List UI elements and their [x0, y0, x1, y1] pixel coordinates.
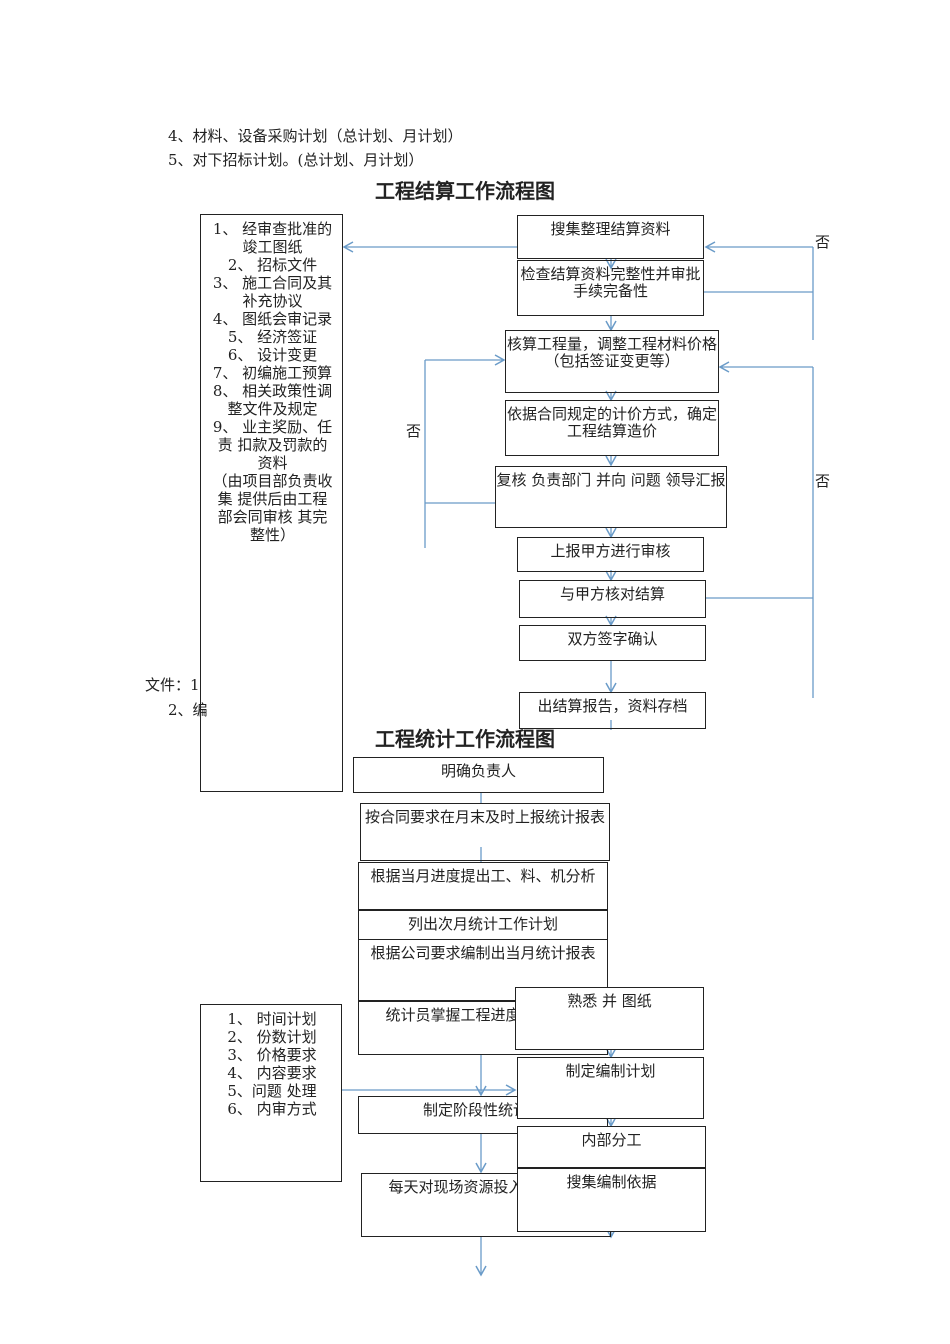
materials-note: （由项目部负责收集 提供后由工程部会同审核 其完整性）: [212, 472, 333, 544]
step-final-report: 出结算报告，资料存档: [519, 692, 706, 729]
materials-item-7: 7、 初编施工预算: [212, 364, 333, 382]
right-step-plan: 制定编制计划: [517, 1057, 704, 1119]
no-label-bottom: 否: [815, 472, 831, 490]
plan-item-5: 5、问题 处理: [227, 1082, 317, 1100]
stat-step-compile-report: 根据公司要求编制出当月统计报表: [358, 939, 608, 1001]
materials-item-1: 1、 经审查批准的竣工图纸: [212, 220, 333, 256]
overlap-fragment-1: 文件：1: [145, 676, 200, 694]
intro-line-5: 5、对下招标计划。(总计划、月计划）: [168, 151, 424, 169]
materials-item-2: 2、 招标文件: [227, 256, 318, 274]
materials-item-9: 9、 业主奖励、任责 扣款及罚款的资料: [212, 418, 333, 472]
right-step-division: 内部分工: [517, 1126, 706, 1168]
step-submit-owner: 上报甲方进行审核: [517, 537, 704, 572]
step-collect-materials: 搜集整理结算资料: [517, 215, 704, 259]
materials-item-8: 8、 相关政策性调整文件及规定: [212, 382, 333, 418]
settlement-title: 工程结算工作流程图: [375, 179, 555, 203]
stat-step-next-plan: 列出次月统计工作计划: [358, 910, 608, 940]
statistics-plan-list: 1、 时间计划 2、 份数计划 3、 价格要求 4、 内容要求 5、问题 处理 …: [200, 1004, 342, 1182]
stat-step-analysis: 根据当月进度提出工、料、机分析: [358, 862, 608, 910]
overlap-fragment-2: 2、编: [168, 701, 208, 719]
step-calc-quantities: 核算工程量，调整工程材料价格（包括签证变更等）: [505, 330, 719, 393]
materials-item-5: 5、 经济签证: [227, 328, 318, 346]
plan-item-1: 1、 时间计划: [227, 1010, 317, 1028]
no-label-top: 否: [815, 233, 831, 251]
right-step-basis: 搜集编制依据: [517, 1168, 706, 1232]
materials-item-3: 3、 施工合同及其补充协议: [212, 274, 333, 310]
statistics-title: 工程统计工作流程图: [375, 727, 555, 751]
right-step-review-drawings: 熟悉 并 图纸: [515, 987, 704, 1050]
step-determine-price: 依据合同规定的计价方式，确定工程结算造价: [505, 400, 719, 456]
materials-item-4: 4、 图纸会审记录: [212, 310, 333, 328]
plan-item-6: 6、 内审方式: [227, 1100, 317, 1118]
step-review-report: 复核 负责部门 并向 问题 领导汇报: [495, 466, 727, 528]
intro-line-4: 4、材料、设备采购计划（总计划、月计划）: [168, 127, 463, 145]
plan-item-4: 4、 内容要求: [227, 1064, 317, 1082]
no-label-left: 否: [406, 422, 422, 440]
stat-step-assign-owner: 明确负责人: [353, 757, 604, 793]
step-both-sign: 双方签字确认: [519, 625, 706, 661]
plan-item-3: 3、 价格要求: [227, 1046, 317, 1064]
plan-item-2: 2、 份数计划: [227, 1028, 317, 1046]
settlement-materials-list: 1、 经审查批准的竣工图纸 2、 招标文件 3、 施工合同及其补充协议 4、 图…: [200, 214, 343, 792]
step-reconcile-owner: 与甲方核对结算: [519, 580, 706, 618]
materials-item-6: 6、 设计变更: [227, 346, 318, 364]
step-check-completeness: 检查结算资料完整性并审批手续完备性: [517, 260, 704, 316]
stat-step-monthly-report: 按合同要求在月末及时上报统计报表: [360, 803, 610, 861]
